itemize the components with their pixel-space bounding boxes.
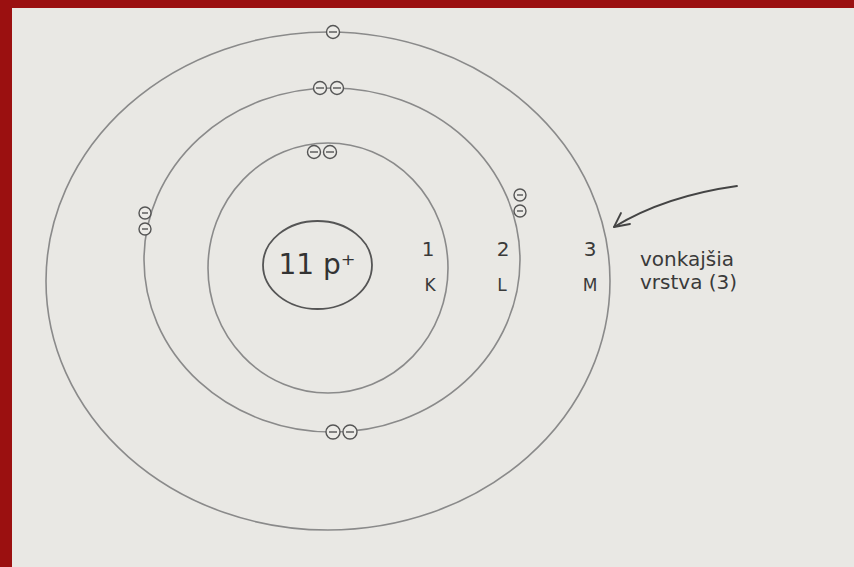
outer-shell-note-holder: vonkajšia vrstva (3) (640, 248, 758, 294)
shell-m (46, 32, 610, 530)
shell-k (208, 143, 448, 393)
shell-number-holder: 2 (497, 238, 510, 261)
electron-signs (142, 32, 523, 432)
pointer-arrow (614, 186, 737, 227)
electrons (139, 26, 526, 440)
shell-letter: K (424, 276, 435, 296)
shell-number-holder: 3 (584, 238, 597, 261)
shell-letter: M (583, 276, 598, 296)
shell-number: 3 (584, 238, 597, 261)
shell-number-holder: 1 (422, 238, 435, 261)
shell-letter-holder: L (497, 276, 506, 296)
shell-number: 1 (422, 238, 435, 261)
nucleus-circle: 11 p⁺ (262, 220, 373, 310)
shell-letter-holder: K (424, 276, 435, 296)
shell-l (144, 88, 520, 432)
nucleus-label: 11 p⁺ (278, 250, 355, 281)
outer-shell-note: vonkajšia vrstva (3) (640, 248, 758, 294)
shell-letter-holder: M (583, 276, 598, 296)
shell-letter: L (497, 276, 506, 296)
shell-number: 2 (497, 238, 510, 261)
